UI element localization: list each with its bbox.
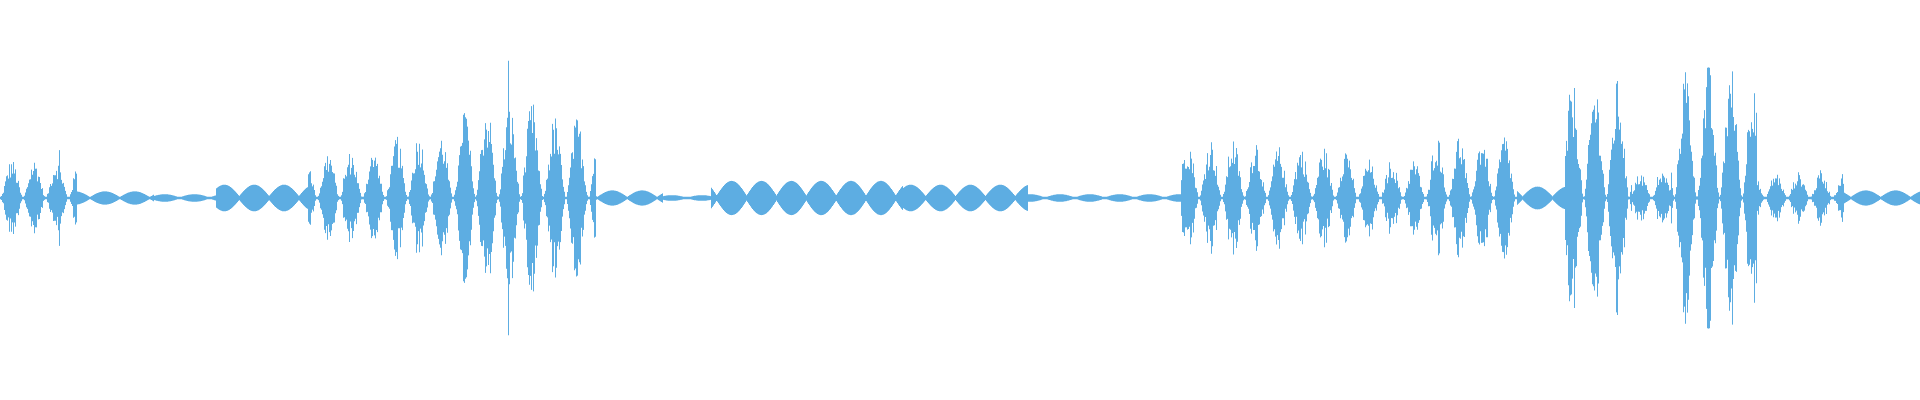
waveform-bars — [0, 60, 1920, 336]
